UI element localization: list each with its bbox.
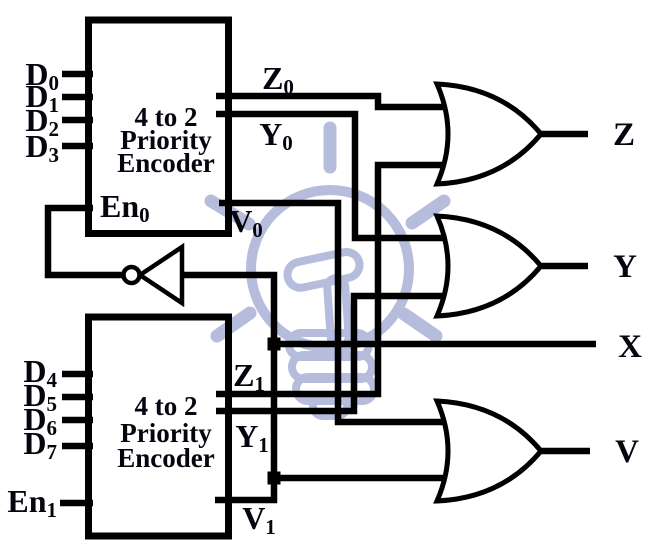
- encoder1-title: 4 to 2 Priority Encoder: [117, 102, 215, 178]
- encoder1-title-line2: Priority: [120, 125, 212, 155]
- or-gate-y: [433, 213, 545, 319]
- wire-en0-loop: [44, 204, 123, 279]
- label-z1: Z1: [233, 357, 265, 396]
- or-gate-v: [433, 398, 545, 504]
- bulb-filament-paddle: [283, 248, 364, 292]
- label-z0: Z0: [262, 60, 294, 99]
- not-gate: [121, 242, 185, 308]
- bulb-ray-lower-left: [210, 306, 257, 343]
- label-d6: D6: [23, 401, 57, 440]
- bulb-ray-lower-right: [397, 307, 443, 343]
- label-d0: D0: [25, 56, 59, 95]
- label-en0: En0: [100, 188, 150, 227]
- label-y1: Y1: [235, 418, 269, 457]
- junction-dot-x: [267, 337, 281, 351]
- wire-y1: [216, 292, 445, 415]
- label-v0: V0: [229, 203, 263, 242]
- wire-v0: [219, 199, 445, 426]
- encoder2-box: [85, 313, 232, 540]
- wire-z1: [216, 161, 445, 398]
- label-d5: D5: [23, 377, 57, 416]
- junction-dot-v1: [267, 471, 281, 485]
- encoder2-title-line1: 4 to 2: [135, 391, 198, 421]
- wires: [44, 70, 596, 507]
- encoder1-box: [85, 16, 232, 237]
- encoder2-title-line2: Priority: [120, 418, 212, 448]
- wire-y0: [216, 110, 445, 242]
- label-output-z: Z: [613, 117, 635, 153]
- label-output-x: X: [618, 329, 642, 365]
- label-d7: D7: [23, 425, 57, 464]
- encoder1-title-line3: Encoder: [117, 148, 215, 178]
- label-output-v: V: [615, 434, 639, 470]
- or-gate-z: [433, 81, 545, 187]
- label-output-y: Y: [613, 249, 637, 285]
- not-gate-triangle: [135, 242, 185, 308]
- label-y0: Y0: [259, 116, 293, 155]
- label-d4: D4: [23, 353, 57, 392]
- label-d1: D1: [25, 78, 59, 117]
- label-en1: En1: [7, 483, 57, 522]
- wire-z0: [216, 92, 445, 111]
- encoder2-title-line3: Encoder: [117, 443, 215, 473]
- label-v1: V1: [242, 500, 276, 539]
- bulb-globe: [246, 185, 414, 353]
- encoder1-title-line1: 4 to 2: [135, 102, 198, 132]
- lightbulb-watermark: [204, 121, 451, 420]
- label-d2: D2: [25, 102, 59, 141]
- label-d3: D3: [25, 128, 59, 167]
- encoder2-title: 4 to 2 Priority Encoder: [117, 391, 215, 473]
- wire-v1-net: [182, 271, 278, 504]
- bulb-ray-upper-right: [405, 194, 451, 230]
- not-gate-bubble: [121, 264, 142, 286]
